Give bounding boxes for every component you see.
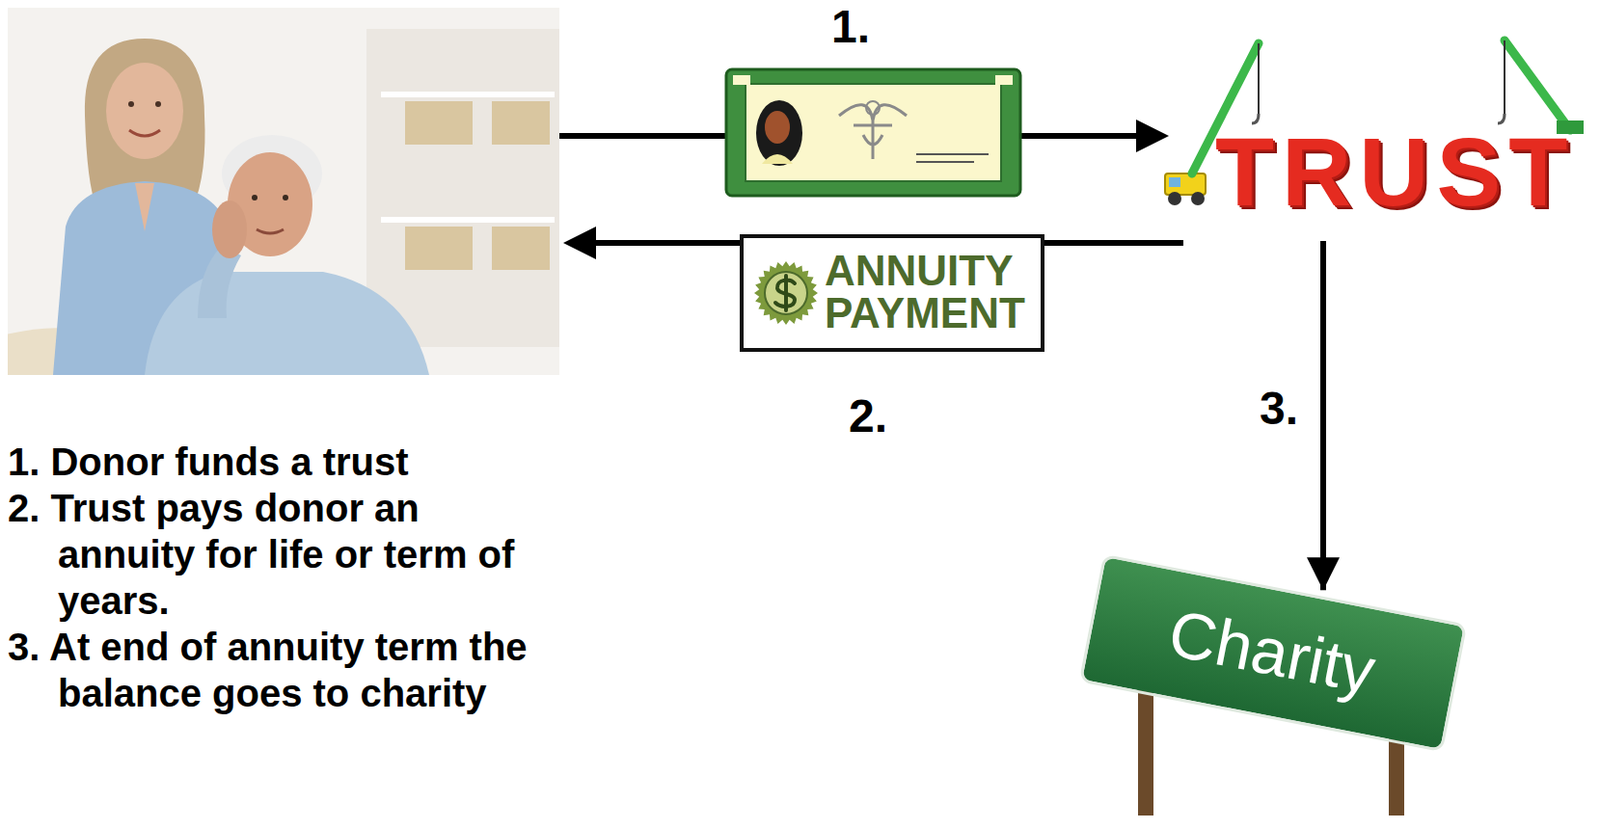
banknote (756, 100, 803, 166)
crane-illustration (1165, 173, 1206, 195)
donor-photo (282, 194, 289, 201)
donor-photo (197, 245, 242, 319)
banknote (995, 75, 1013, 85)
flow-arrow (1320, 241, 1327, 591)
donor-photo (366, 28, 560, 348)
crane-illustration (1167, 191, 1182, 206)
dollar-symbol (775, 275, 795, 311)
flow-arrow (559, 133, 1140, 139)
step-note: 3. At end of annuity term the balance go… (7, 623, 529, 717)
donor-photo (135, 183, 155, 232)
crane-illustration (1497, 113, 1505, 124)
step-list: 1. Donor funds a trust2. Trust pays dono… (7, 438, 529, 717)
banknote (726, 69, 1021, 196)
donor-photo (128, 101, 135, 108)
step-note: 2. Trust pays donor an annuity for life … (7, 485, 529, 624)
badge-gear (754, 261, 818, 326)
crane-illustration (1168, 177, 1181, 188)
crane-illustration (1191, 191, 1205, 206)
banknote (761, 154, 793, 164)
flow-arrow (1136, 119, 1169, 153)
donor-photo (7, 7, 560, 376)
donor-photo (212, 200, 247, 259)
donor-photo (227, 152, 313, 257)
donor-photo (491, 101, 550, 145)
trust-heading: TRUST (1215, 123, 1578, 222)
banknote (916, 153, 989, 156)
donor-photo (491, 226, 550, 271)
donor-photo (380, 91, 555, 98)
crane-illustration (1503, 40, 1506, 114)
donor-photo (53, 181, 244, 376)
banknote (745, 83, 1002, 182)
charity-sign: Charity (1079, 553, 1468, 753)
crane-illustration (1251, 113, 1259, 124)
donor-photo (84, 38, 206, 208)
donor-photo (7, 7, 560, 376)
step-note: 1. Donor funds a trust (7, 438, 529, 486)
donor-photo (144, 271, 430, 376)
callout-number: 3. (1259, 385, 1299, 433)
flow-arrow (563, 226, 597, 260)
donor-photo (251, 194, 258, 201)
charity-text: Charity (1163, 596, 1382, 707)
banknote (839, 105, 907, 160)
banknote (764, 110, 790, 144)
callout-number: 1. (831, 3, 870, 51)
banknote (916, 161, 975, 163)
banknote (732, 75, 751, 85)
donor-photo (155, 101, 162, 108)
crane-illustration (1504, 40, 1571, 131)
donor-photo (221, 135, 323, 213)
dollar-badge (753, 260, 819, 326)
trust-text: TRUST (1215, 123, 1575, 220)
donor-photo (7, 327, 184, 376)
donor-photo (256, 229, 284, 234)
donor-photo (405, 226, 473, 271)
crane-illustration (1257, 43, 1260, 114)
callout-number: 2. (848, 393, 888, 440)
donor-photo (129, 130, 161, 136)
donor-photo (405, 101, 473, 145)
badge-face (764, 271, 808, 315)
banknote (866, 101, 880, 115)
annuity-text: ANNUITY PAYMENT (824, 249, 1026, 335)
banknote (726, 69, 1021, 196)
donor-photo (106, 62, 184, 160)
donor-photo (380, 216, 555, 223)
annuity-box: ANNUITY PAYMENT (739, 234, 1045, 353)
